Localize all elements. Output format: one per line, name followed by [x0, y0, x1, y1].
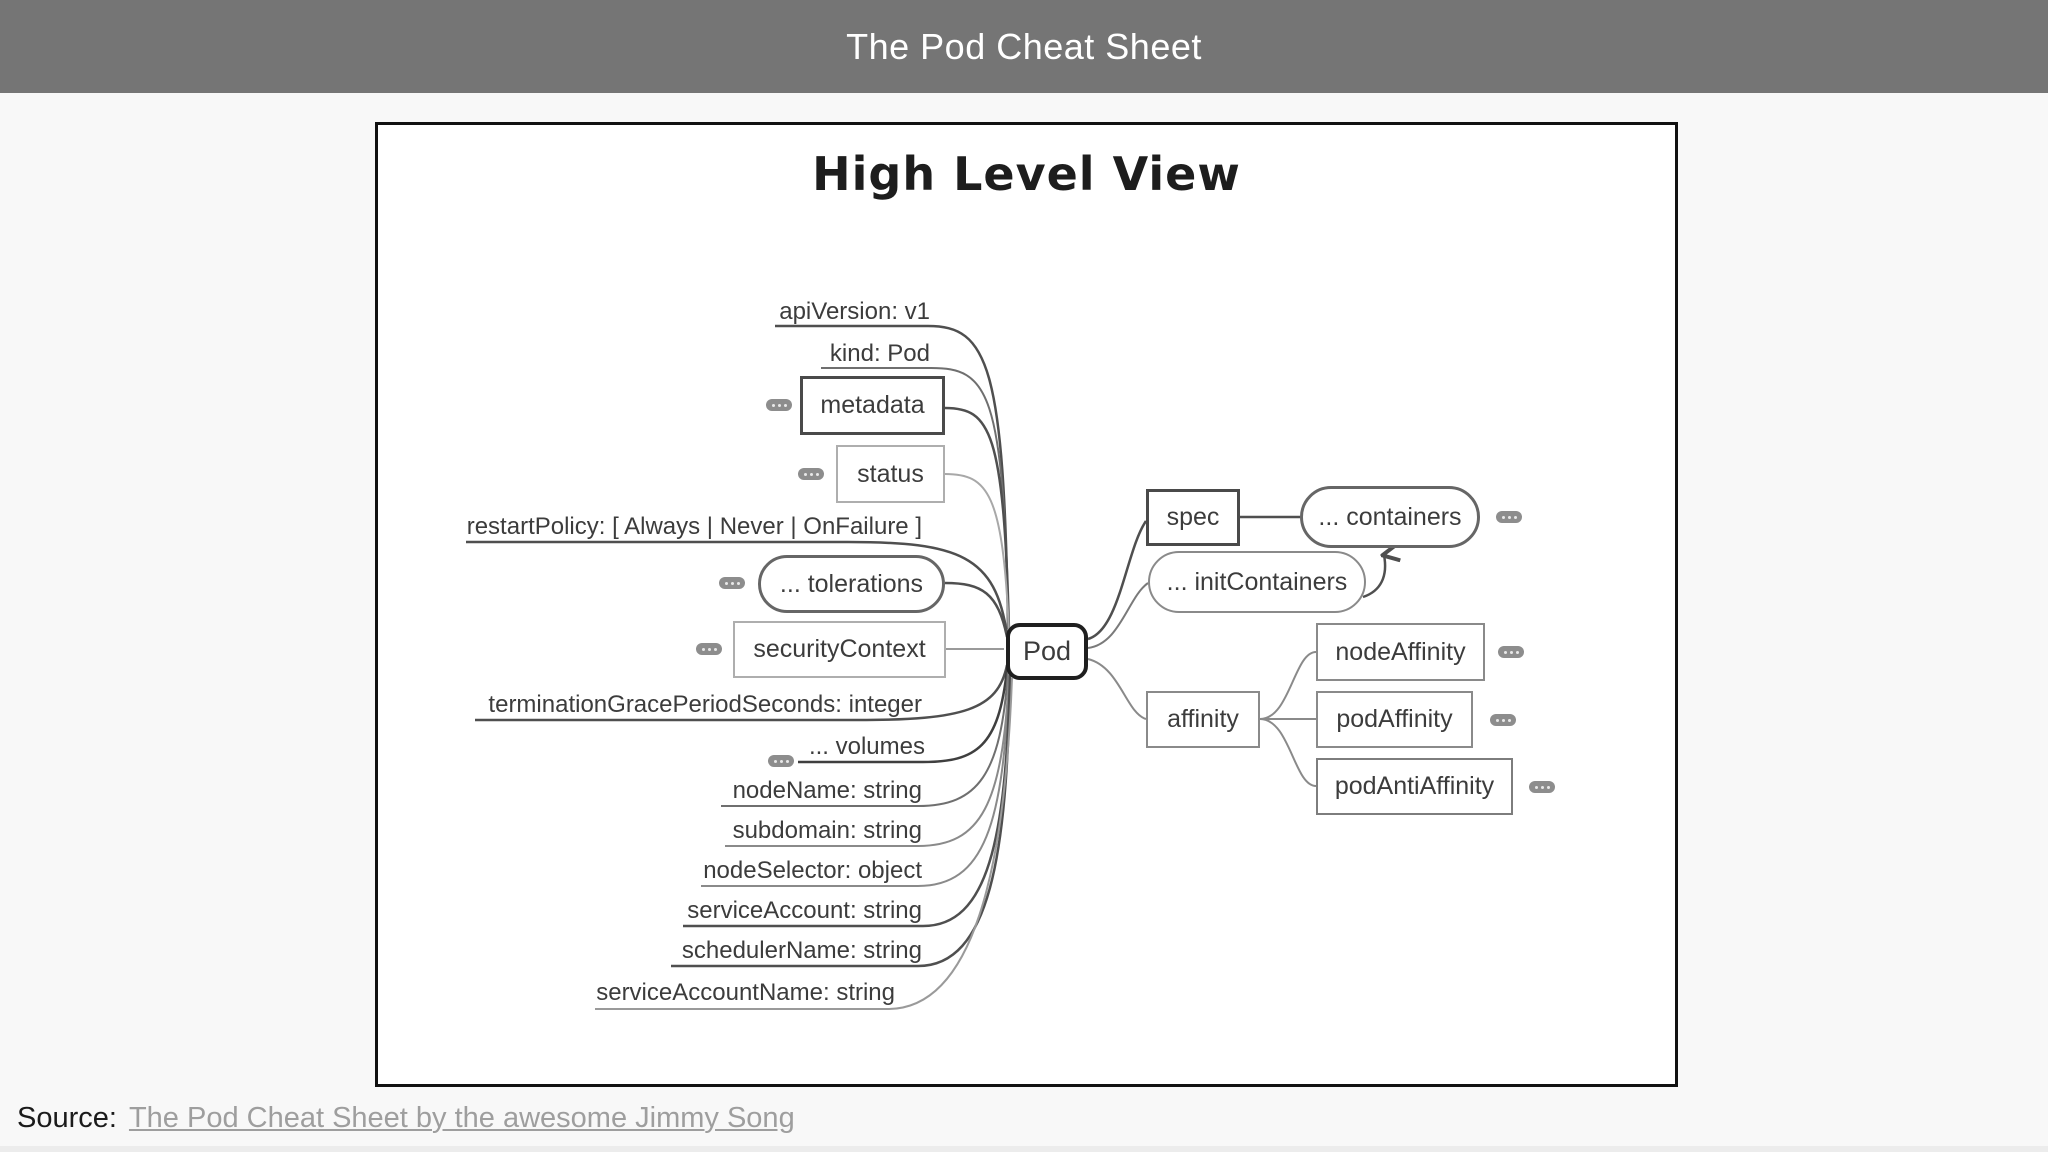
diagram-title: High Level View — [812, 147, 1241, 201]
node-securitycontext: securityContext — [733, 621, 946, 678]
branch-schedulername: schedulerName: string — [681, 937, 922, 964]
branch-apiversion: apiVersion: v1 — [779, 298, 930, 325]
node-spec: spec — [1146, 489, 1240, 546]
connector-lines — [466, 324, 1681, 1010]
node-nodeaffinity: nodeAffinity — [1316, 623, 1485, 681]
ellipsis-icon — [696, 643, 722, 655]
branch-restartpolicy: restartPolicy: [ Always | Never | OnFail… — [466, 513, 922, 540]
page-title: The Pod Cheat Sheet — [846, 25, 1202, 67]
ellipsis-icon — [798, 468, 824, 480]
branch-nodeselector: nodeSelector: object — [703, 857, 922, 884]
branch-terminationgraceperiod: terminationGracePeriodSeconds: integer — [488, 691, 922, 718]
header-bar: The Pod Cheat Sheet — [0, 0, 2048, 93]
node-tolerations: ... tolerations — [758, 555, 945, 613]
node-affinity: affinity — [1146, 691, 1260, 748]
bottom-strip — [0, 1146, 2048, 1152]
ellipsis-icon — [1496, 511, 1522, 523]
ellipsis-icon — [719, 577, 745, 589]
branch-serviceaccount: serviceAccount: string — [687, 897, 922, 924]
ellipsis-icon — [1490, 714, 1516, 726]
branch-volumes: ... volumes — [808, 733, 925, 760]
branch-subdomain: subdomain: string — [732, 817, 922, 844]
source-line: Source: The Pod Cheat Sheet by the aweso… — [17, 1098, 795, 1138]
branch-serviceaccountname: serviceAccountName: string — [596, 979, 895, 1006]
node-status: status — [836, 445, 945, 503]
node-metadata: metadata — [800, 376, 945, 435]
branch-nodename: nodeName: string — [732, 777, 922, 804]
node-containers: ... containers — [1300, 486, 1480, 548]
pod-diagram-image: High Level View Pod — [375, 122, 1678, 1087]
ellipsis-icon — [766, 399, 792, 411]
source-link[interactable]: The Pod Cheat Sheet by the awesome Jimmy… — [128, 1101, 795, 1134]
node-initcontainers: ... initContainers — [1148, 551, 1366, 613]
node-pod: Pod — [1006, 623, 1088, 680]
node-podaffinity: podAffinity — [1316, 691, 1473, 748]
ellipsis-icon — [768, 755, 794, 767]
node-podantiaffinity: podAntiAffinity — [1316, 758, 1513, 815]
ellipsis-icon — [1529, 781, 1555, 793]
ellipsis-icon — [1498, 646, 1524, 658]
source-label: Source: — [17, 1101, 117, 1134]
branch-kind: kind: Pod — [829, 340, 930, 367]
